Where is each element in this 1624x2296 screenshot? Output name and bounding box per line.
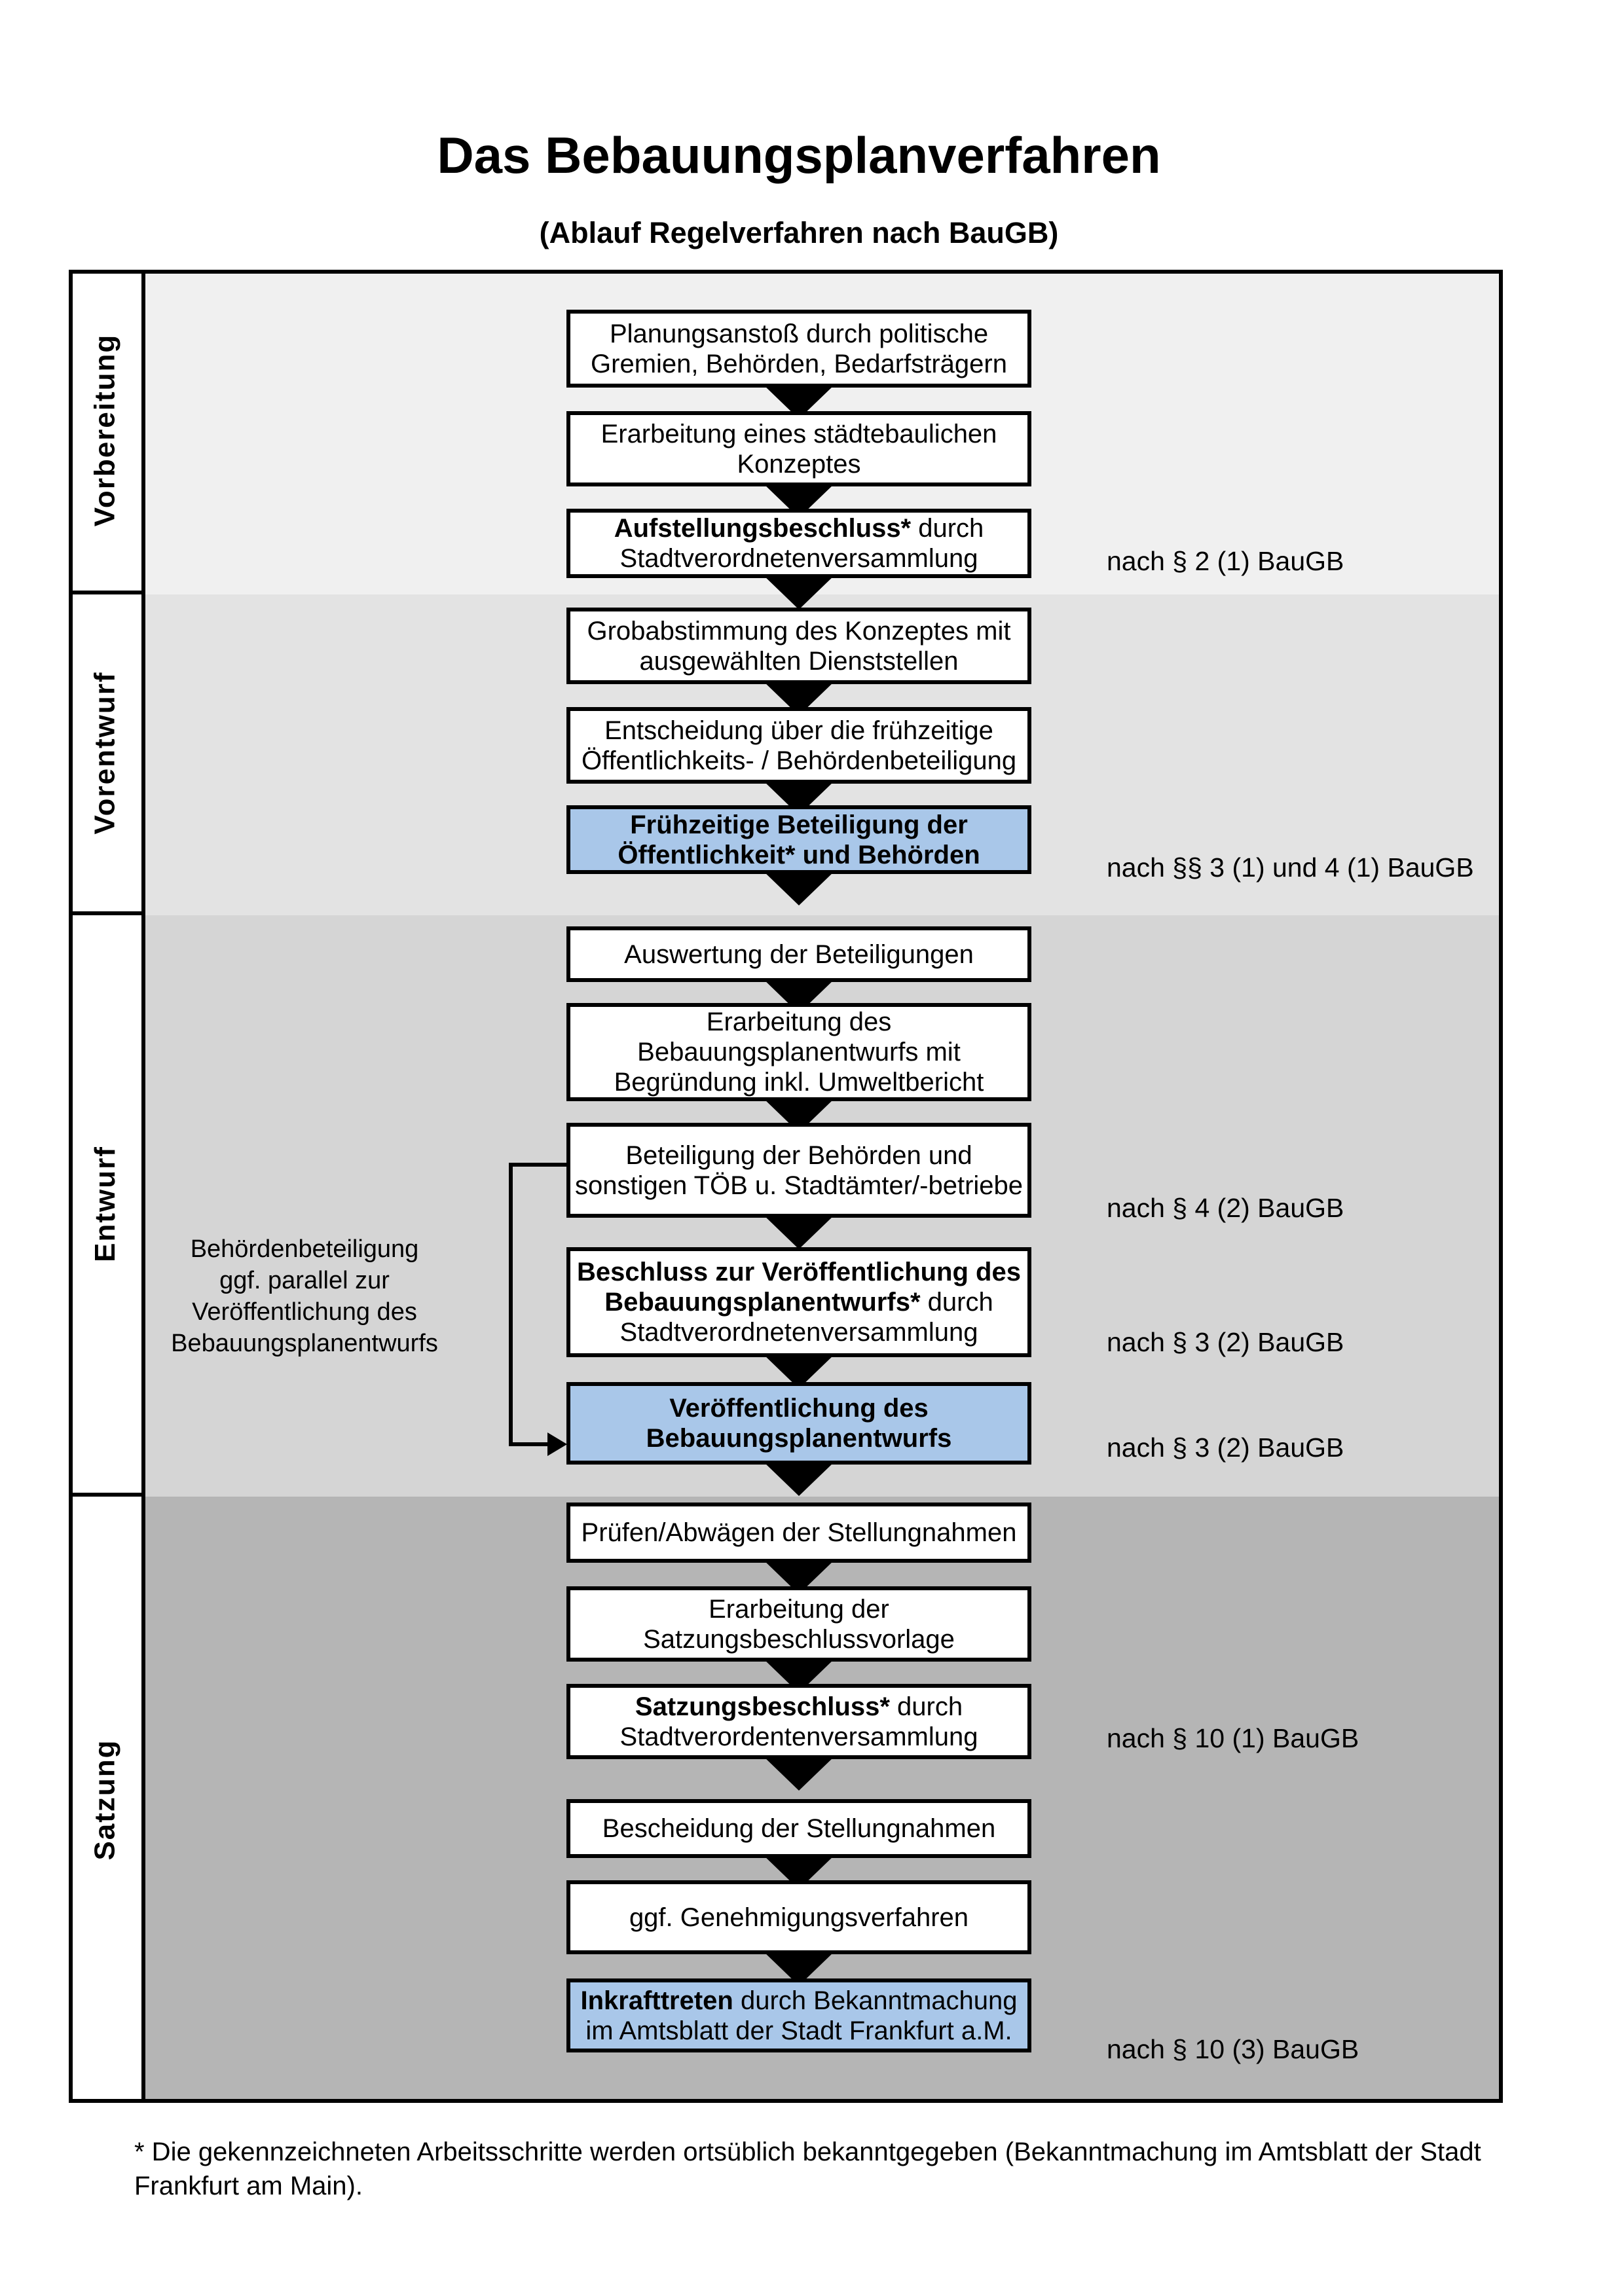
legal-reference-beschluss_veroeffentlichung: nach § 3 (2) BauGB [1107,1327,1344,1357]
flow-arrow-down-icon [762,1214,836,1249]
flow-step-pruefen_abwaegen: Prüfen/Abwägen der Stellungnahmen [566,1503,1031,1563]
section-label-vorentwurf: Vorentwurf [69,594,141,915]
legal-reference-beteiligung_behoerden: nach § 4 (2) BauGB [1107,1193,1344,1223]
flow-arrow-down-icon [762,1461,836,1496]
legal-reference-satzungsbeschluss: nach § 10 (1) BauGB [1107,1723,1359,1753]
footnote-text: * Die gekennzeichneten Arbeitsschritte w… [134,2138,1481,2166]
legal-reference-aufstellungsbeschluss: nach § 2 (1) BauGB [1107,546,1344,576]
flow-arrow-down-icon [762,870,836,905]
flow-step-auswertung: Auswertung der Beteiligungen [566,926,1031,982]
page-title: Das Bebauungsplanverfahren [437,126,1161,184]
footnote-text-continued: Frankfurt am Main). [134,2172,363,2200]
parallel-connector-vertical-segment [509,1163,513,1446]
flow-step-bescheidung: Bescheidung der Stellungnahmen [566,1799,1031,1858]
legal-reference-fruehzeitige_beteiligung: nach §§ 3 (1) und 4 (1) BauGB [1107,852,1474,883]
legal-reference-inkrafttreten: nach § 10 (3) BauGB [1107,2034,1359,2064]
parallel-connector-arrowhead-icon [547,1432,567,1456]
parallel-procedure-note: Behördenbeteiligung ggf. parallel zur Ve… [171,1235,438,1357]
phase-label-column: Vorbereitung Vorentwurf Entwurf Satzung [69,270,145,2103]
legal-reference-veroeffentlichung: nach § 3 (2) BauGB [1107,1432,1344,1463]
section-label-entwurf: Entwurf [69,915,141,1497]
parallel-connector-bottom-segment [509,1442,551,1446]
flow-arrow-down-icon [762,574,836,610]
flow-step-genehmigungsverfahren: ggf. Genehmigungsverfahren [566,1880,1031,1954]
parallel-connector-top-segment [509,1163,566,1167]
section-label-vorbereitung: Vorbereitung [69,270,141,594]
flow-arrow-down-icon [762,1755,836,1791]
page-subtitle: (Ablauf Regelverfahren nach BauGB) [539,216,1059,249]
